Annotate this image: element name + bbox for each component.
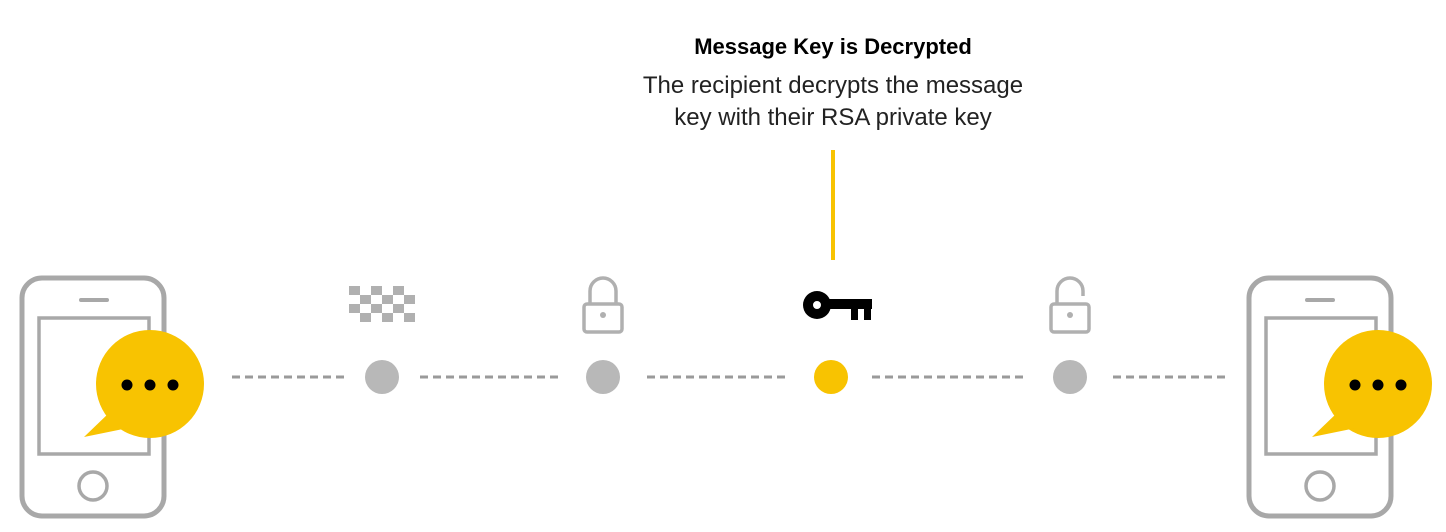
callout-description: The recipient decrypts the message key w… <box>583 70 1083 134</box>
lock-closed-icon <box>582 276 624 334</box>
checkerboard-icon <box>349 286 415 322</box>
callout-description-line-2: key with their RSA private key <box>674 104 992 131</box>
key-icon <box>803 291 872 320</box>
step-node-1 <box>365 360 399 394</box>
step-node-3-active <box>814 360 848 394</box>
lock-open-icon <box>1049 276 1091 334</box>
callout-description-line-1: The recipient decrypts the message <box>642 72 1024 99</box>
callout-pointer-line <box>831 150 835 260</box>
lock-open-keyhole-icon <box>1067 312 1073 318</box>
sender-chat-bubble-icon <box>84 330 204 438</box>
callout-title: Message Key is Decrypted <box>694 34 972 59</box>
lock-keyhole-icon <box>600 312 606 318</box>
recipient-chat-bubble-icon <box>1312 330 1432 438</box>
step-node-4 <box>1053 360 1087 394</box>
step-node-2 <box>586 360 620 394</box>
